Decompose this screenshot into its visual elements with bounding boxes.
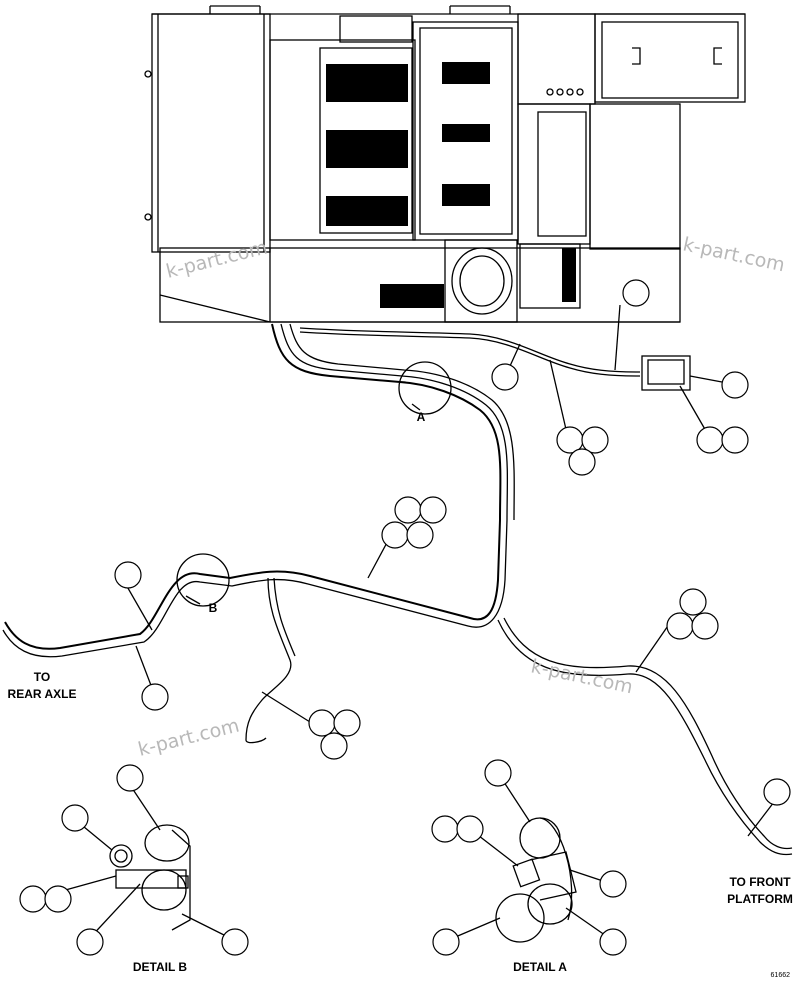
callout-bubble	[406, 521, 434, 549]
detail-a-drawing	[495, 817, 577, 943]
callout-bubble	[581, 426, 609, 454]
watermark: k-part.com	[164, 236, 270, 282]
grille-2	[326, 130, 408, 168]
drawing-number: 61662	[771, 972, 791, 979]
callout-bubble	[599, 870, 627, 898]
callout-bubble	[763, 778, 791, 806]
harness-main-run	[2, 323, 515, 658]
detail-a-marker-circle	[398, 361, 452, 415]
callout-bubble	[320, 732, 348, 760]
callout-bubbles	[19, 279, 791, 956]
callout-bubble	[721, 426, 749, 454]
callout-bubble	[333, 709, 361, 737]
view-a-label: A	[417, 410, 426, 424]
callout-bubble	[431, 815, 459, 843]
callout-bubble	[76, 928, 104, 956]
callout-bubble	[394, 496, 422, 524]
harness-front-branch	[497, 617, 793, 856]
detail-b-label: DETAIL B	[133, 960, 188, 974]
callout-bubble	[19, 885, 47, 913]
callout-bubble	[308, 709, 336, 737]
watermark: k-part.com	[136, 714, 242, 760]
callout-bubble	[114, 561, 142, 589]
to-front-platform-line-2: PLATFORM	[727, 892, 793, 906]
callout-bubble	[679, 588, 707, 616]
detail-b-drawing	[109, 824, 191, 931]
grille-1	[326, 64, 408, 102]
callout-bubble	[61, 804, 89, 832]
callout-bubble	[666, 612, 694, 640]
to-rear-axle-line-1: TO	[34, 670, 50, 684]
callout-bubble	[381, 521, 409, 549]
callout-bubble	[419, 496, 447, 524]
watermark: k-part.com	[681, 233, 787, 276]
view-b-label: B	[209, 601, 218, 615]
harness-upper-branch	[299, 327, 641, 377]
callout-bubble	[721, 371, 749, 399]
to-rear-axle-line-2: REAR AXLE	[8, 687, 77, 701]
callout-bubble	[432, 928, 460, 956]
watermark: k-part.com	[529, 655, 635, 698]
harness-drop-lead	[245, 577, 296, 744]
callout-bubble	[221, 928, 249, 956]
detail-a-arrow	[411, 403, 421, 411]
callout-bubble	[484, 759, 512, 787]
callout-bubble	[116, 764, 144, 792]
callout-bubble	[696, 426, 724, 454]
detail-a-label: DETAIL A	[513, 960, 567, 974]
to-front-platform-line-1: TO FRONT	[729, 875, 791, 889]
callout-bubble	[456, 815, 484, 843]
callout-bubble	[141, 683, 169, 711]
leader-lines	[32, 304, 775, 942]
detail-b-marker-circle	[176, 553, 230, 607]
callout-bubble	[599, 928, 627, 956]
connector-box	[641, 355, 691, 391]
callout-bubble	[691, 612, 719, 640]
callout-bubble	[491, 363, 519, 391]
callout-bubble	[622, 279, 650, 307]
callout-bubble	[568, 448, 596, 476]
callout-bubble	[44, 885, 72, 913]
detail-b-arrow	[185, 595, 201, 605]
grille-3	[326, 196, 408, 226]
machine-enclosure	[144, 5, 746, 323]
